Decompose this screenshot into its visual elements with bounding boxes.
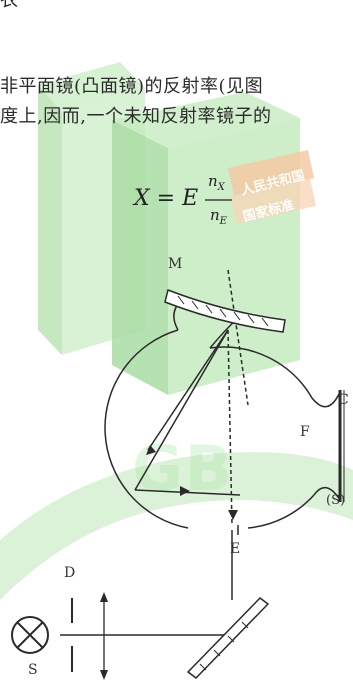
formula-denominator: nE	[210, 206, 227, 227]
mirror-m	[164, 288, 286, 333]
body-text-line-1: 非平面镜(凸面镜)的反射率(见图	[0, 76, 264, 97]
label-diaphragm: D	[64, 565, 76, 581]
port-lower	[313, 486, 341, 501]
arrow-head-reflected	[146, 445, 156, 455]
watermark-book-right-spine	[112, 120, 168, 395]
watermark-badge-2	[230, 178, 316, 224]
label-entrance: E	[230, 541, 241, 557]
watermark-book-right-top	[112, 92, 300, 148]
port-upper	[311, 391, 341, 408]
lens-arrow-bottom	[100, 670, 108, 680]
watermark-badge-1	[228, 150, 314, 196]
formula-numerator-var: n	[208, 172, 218, 190]
label-sample: (S)	[326, 493, 346, 508]
lens-arrow-top	[100, 592, 108, 602]
formula-lhs: X = E	[134, 186, 199, 211]
arrow-head-bottom	[180, 486, 190, 496]
ray-reflected-2	[134, 329, 229, 491]
plane-mirror	[186, 597, 270, 679]
formula-numerator-sub: X	[217, 182, 225, 193]
body-text-line-2: 度上,因而,一个未知反射率镜子的	[0, 106, 272, 127]
watermark-book-left-top	[38, 62, 145, 112]
watermark-swoosh	[0, 452, 353, 600]
text-fragment-top: 衣	[0, 0, 19, 11]
ray-vertical-dashed	[227, 329, 233, 526]
formula-denominator-sub: E	[219, 216, 227, 227]
watermark-book-left-spine	[38, 85, 62, 355]
ray-bottom	[134, 489, 241, 496]
ray-incident-dashed	[227, 269, 249, 406]
label-sphere-center: F	[300, 424, 310, 440]
sphere-arc-upper-right	[209, 346, 313, 399]
sphere-arc-lower-right	[247, 494, 315, 529]
ray-reflected	[147, 329, 229, 451]
formula-numerator: nX	[208, 172, 225, 193]
label-mirror: M	[168, 256, 183, 272]
label-window: C	[338, 392, 349, 408]
label-source: S	[28, 662, 38, 678]
arrow-head-vertical	[228, 510, 238, 520]
formula-denominator-var: n	[210, 206, 220, 224]
sphere-arc-left	[104, 329, 189, 529]
